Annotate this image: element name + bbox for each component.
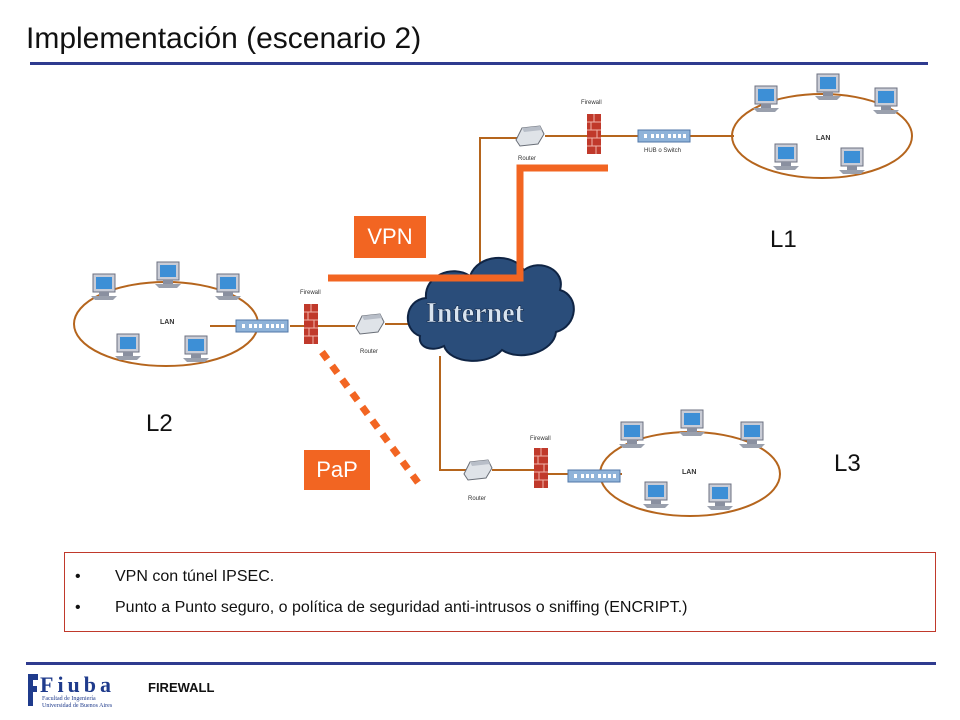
note-item: • VPN con túnel IPSEC. — [65, 561, 935, 592]
computer-icon — [738, 421, 766, 449]
notes-box: • VPN con túnel IPSEC. • Punto a Punto seg… — [64, 552, 936, 632]
logo-subtitle-1: Facultad de Ingeniería — [42, 696, 96, 702]
site-label-l3: L3 — [834, 450, 861, 477]
router-label-l3: Router — [468, 496, 486, 502]
router-icon — [355, 313, 385, 335]
internet-cloud: Internet — [406, 256, 575, 362]
lan-l1: LAN — [731, 73, 913, 179]
firewall-icon — [533, 447, 549, 489]
title-divider — [30, 62, 928, 65]
pap-dotted-path — [319, 349, 425, 491]
bullet-icon: • — [75, 599, 81, 616]
computer-icon — [838, 147, 866, 175]
router-label-l2: Router — [360, 349, 378, 355]
footer-label: FIREWALL — [148, 680, 215, 695]
vpn-tag: VPN — [354, 216, 426, 258]
hub-label-l1: HUB o Switch — [644, 148, 681, 154]
note-text: VPN con túnel IPSEC. — [115, 568, 275, 585]
router-label-l1: Router — [518, 156, 536, 162]
lan-label-l3: LAN — [682, 469, 696, 476]
site-label-l2: L2 — [146, 410, 173, 437]
computer-icon — [752, 85, 780, 113]
computer-icon — [772, 143, 800, 171]
footer-divider — [26, 662, 936, 665]
logo-wordmark: Fiuba — [40, 672, 116, 697]
lan-label-l2: LAN — [160, 319, 174, 326]
lan-ring-l1 — [731, 93, 913, 179]
hub-icon — [567, 469, 621, 483]
computer-icon — [114, 333, 142, 361]
pap-tag: PaP — [304, 450, 370, 490]
firewall-icon — [303, 303, 319, 345]
lan-l2: LAN — [73, 261, 259, 367]
vpn-tunnel-path — [328, 164, 608, 282]
computer-icon — [678, 409, 706, 437]
internet-label: Internet — [426, 298, 525, 329]
hub-icon — [235, 319, 289, 333]
site-label-l1: L1 — [770, 226, 797, 253]
computer-icon — [642, 481, 670, 509]
computer-icon — [182, 335, 210, 363]
firewall-label-l1: Firewall — [581, 100, 602, 106]
hub-icon — [637, 129, 691, 143]
firewall-icon — [586, 113, 602, 155]
firewall-label-l3: Firewall — [530, 436, 551, 442]
router-icon — [463, 459, 493, 481]
computer-icon — [618, 421, 646, 449]
bullet-icon: • — [75, 568, 81, 585]
computer-icon — [814, 73, 842, 101]
link-internet-l1 — [479, 137, 522, 268]
firewall-label-l2: Firewall — [300, 290, 321, 296]
note-item: • Punto a Punto seguro, o política de seg… — [65, 592, 935, 623]
note-text: Punto a Punto seguro, o política de segu… — [115, 599, 688, 616]
logo-subtitle-2: Universidad de Buenos Aires — [42, 703, 113, 709]
computer-icon — [214, 273, 242, 301]
computer-icon — [90, 273, 118, 301]
lan-l3: LAN — [599, 409, 781, 517]
computer-icon — [154, 261, 182, 289]
lan-label-l1: LAN — [816, 135, 830, 142]
router-icon — [515, 125, 545, 147]
logo-mark-icon — [28, 674, 38, 706]
page-title: Implementación (escenario 2) — [26, 22, 422, 55]
computer-icon — [872, 87, 900, 115]
computer-icon — [706, 483, 734, 511]
fiuba-logo: Fiuba Facultad de Ingeniería Universidad… — [26, 672, 122, 709]
link-internet-l3 — [439, 356, 470, 471]
